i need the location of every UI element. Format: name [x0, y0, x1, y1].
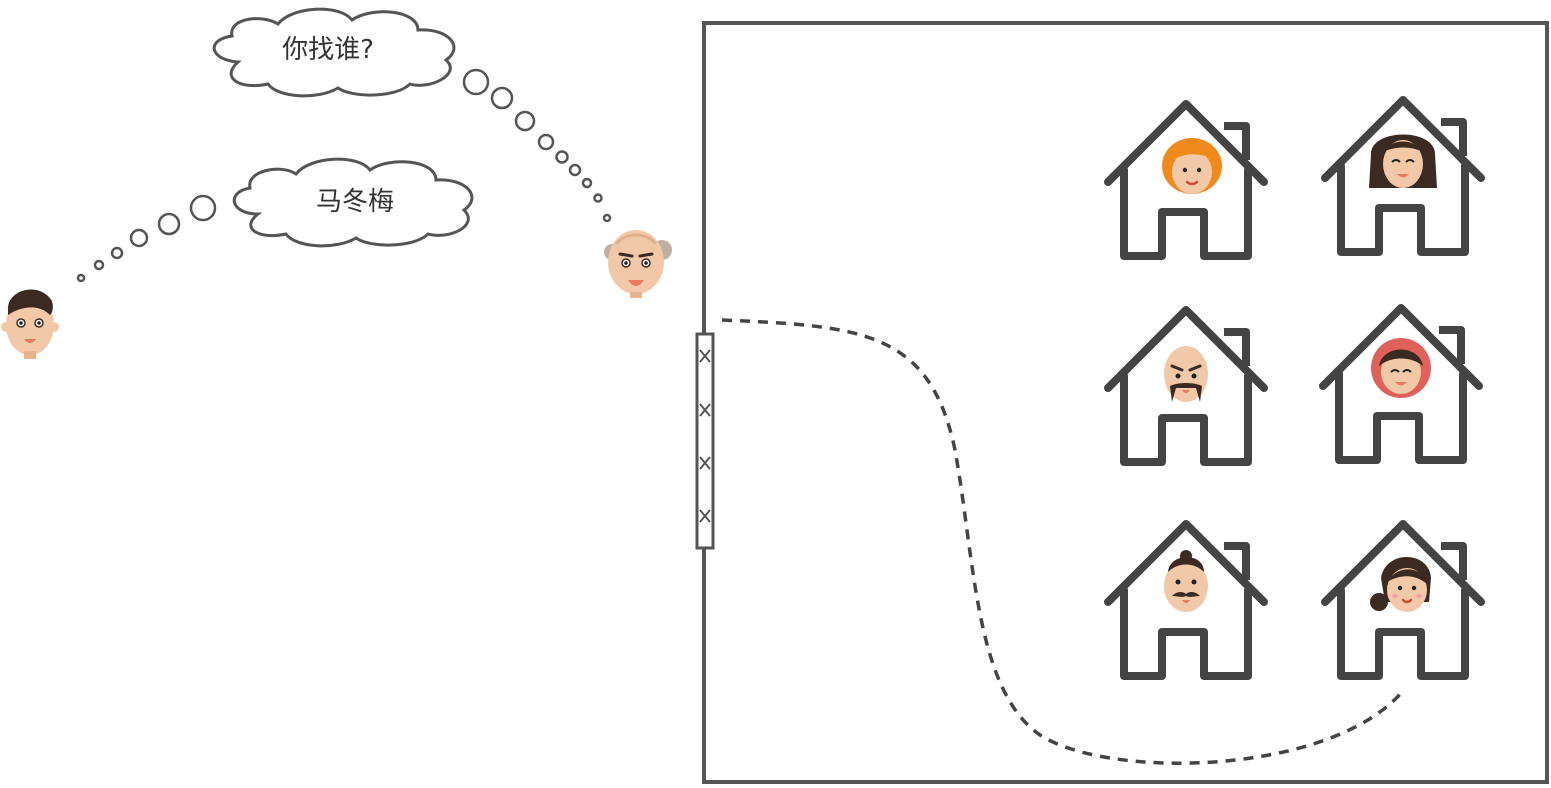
question-bubble: 你找谁?: [212, 7, 456, 98]
gate-bars: [699, 349, 711, 523]
question-text: 你找谁?: [282, 35, 374, 65]
young-man-face-icon: [1, 289, 59, 359]
pigtail-girl-house-icon: [1325, 100, 1481, 252]
route-path: [721, 318, 1404, 765]
answer-bubble: 马冬梅: [232, 157, 474, 248]
ponytail-woman-house-icon: [1325, 524, 1481, 676]
answer-text: 马冬梅: [316, 187, 394, 217]
answer-bubble-trail: [76, 194, 217, 283]
question-bubble-trail: [462, 68, 612, 223]
gate: [695, 332, 715, 550]
pink-bun-girl-house-icon: [1323, 308, 1479, 460]
old-man-face-icon: [604, 230, 672, 298]
curly-mustache-man-house-icon: [1108, 524, 1264, 676]
bald-mustache-man-house-icon: [1108, 310, 1264, 462]
red-haired-woman-house-icon: [1108, 104, 1264, 256]
